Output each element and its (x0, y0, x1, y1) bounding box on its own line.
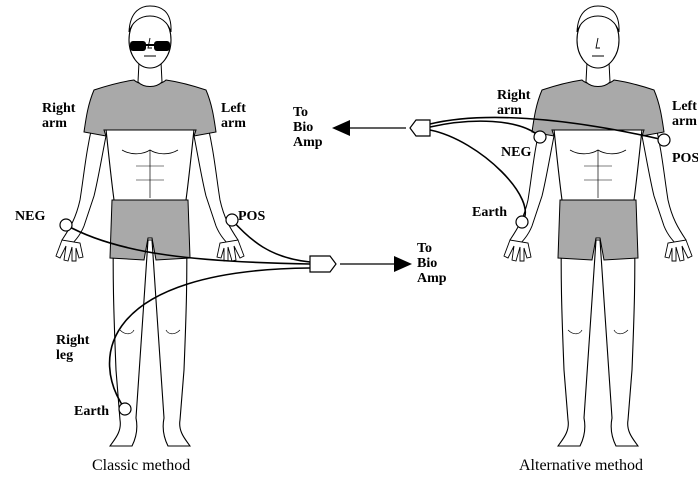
alternative-pos-label: POS (672, 151, 698, 166)
classic-neg-label: NEG (15, 209, 45, 224)
alternative-neg-electrode-icon (534, 131, 546, 143)
classic-earth-electrode-icon (119, 403, 131, 415)
classic-right-leg-label: Right leg (56, 333, 89, 363)
classic-pos-electrode-icon (226, 214, 238, 226)
alternative-neg-label: NEG (501, 145, 531, 160)
classic-earth-label: Earth (74, 404, 109, 419)
classic-figure (56, 6, 244, 446)
classic-neg-electrode-icon (60, 219, 72, 231)
classic-connector-icon (310, 256, 336, 272)
classic-to-bio-amp-label: To Bio Amp (417, 241, 447, 286)
alternative-arrow-icon (332, 120, 406, 136)
classic-right-arm-label: Right arm (42, 101, 75, 131)
alternative-to-bio-amp-label: To Bio Amp (293, 105, 323, 150)
alternative-method-caption: Alternative method (519, 457, 643, 475)
alternative-earth-label: Earth (472, 205, 507, 220)
classic-method-caption: Classic method (92, 457, 190, 475)
alternative-pos-electrode-icon (658, 134, 670, 146)
classic-left-arm-label: Left arm (221, 101, 246, 131)
alternative-connector-icon (410, 120, 430, 136)
alternative-earth-electrode-icon (516, 216, 528, 228)
alternative-left-arm-label: Left arm (672, 99, 697, 129)
classic-pos-label: POS (238, 209, 265, 224)
classic-arrow-icon (340, 256, 412, 272)
alternative-figure (504, 6, 692, 446)
alternative-right-arm-label: Right arm (497, 88, 530, 118)
